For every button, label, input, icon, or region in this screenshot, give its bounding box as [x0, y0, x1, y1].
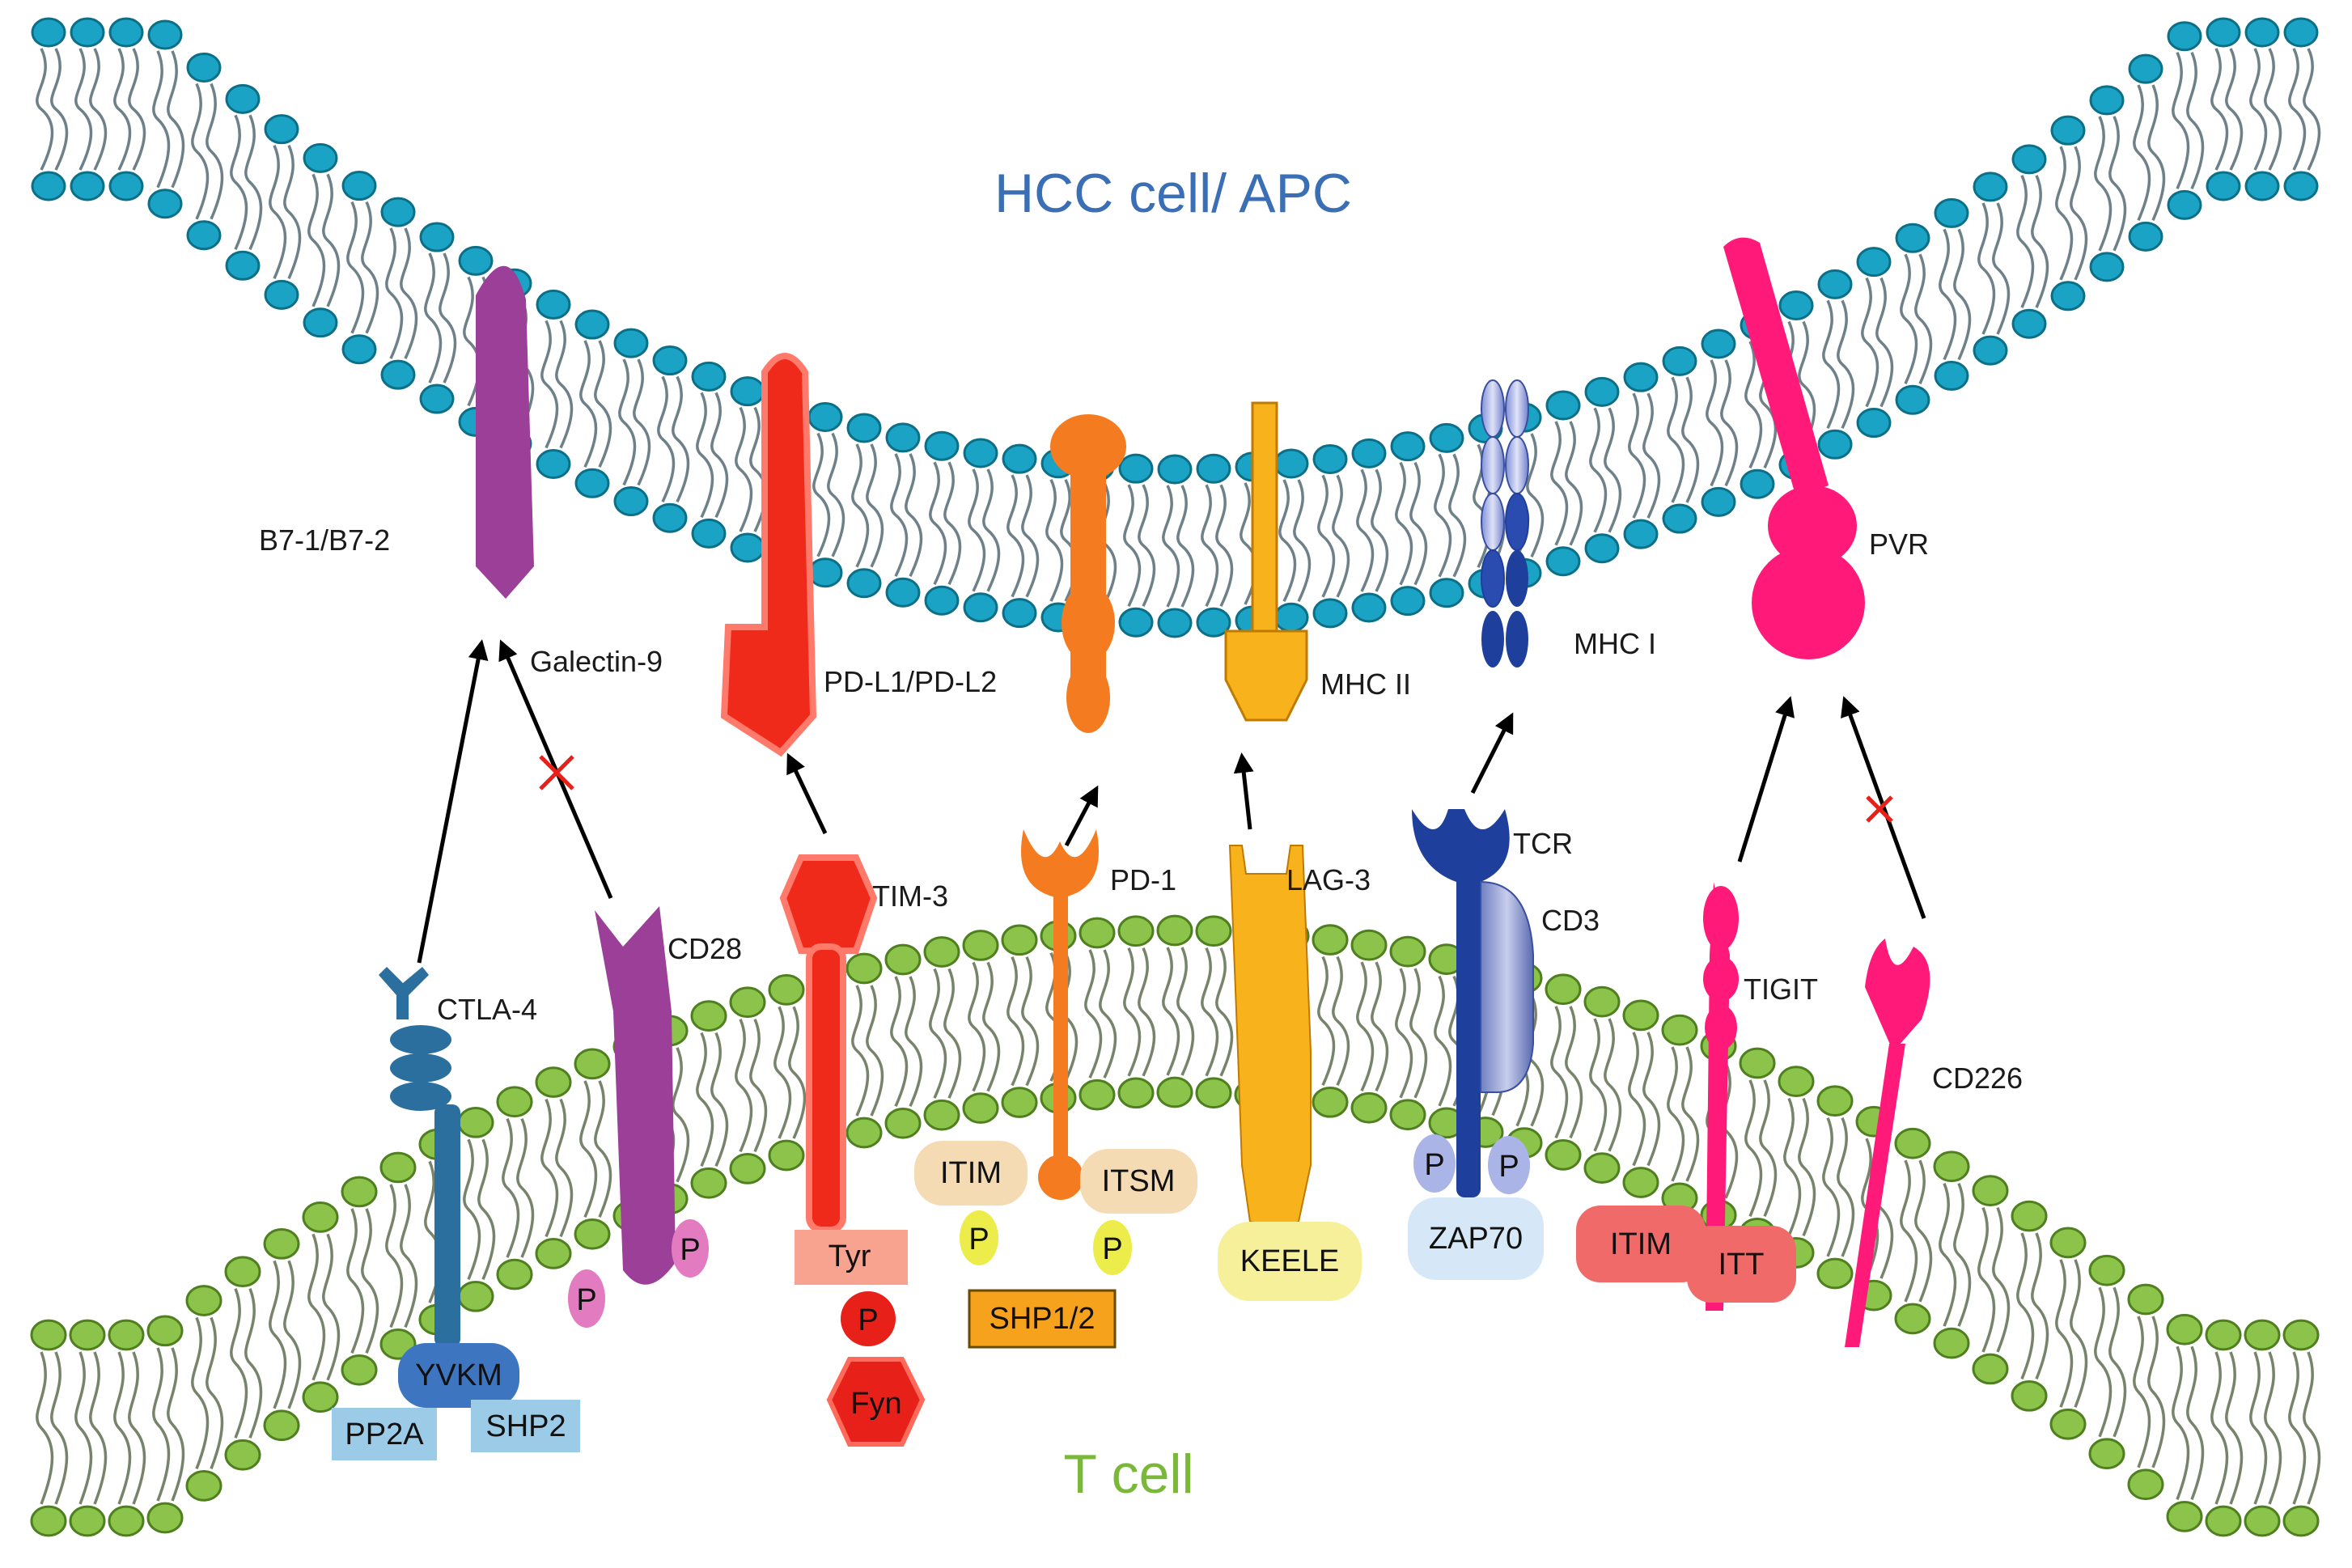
label-ctla4: CTLA-4 [437, 993, 537, 1026]
arrow-lag3-mhc2 [1233, 752, 1254, 830]
svg-text:SHP1/2: SHP1/2 [990, 1302, 1095, 1336]
svg-text:Tyr: Tyr [828, 1240, 871, 1273]
svg-text:SHP2: SHP2 [485, 1409, 566, 1443]
svg-text:ITIM: ITIM [1610, 1227, 1672, 1261]
label-pdl1: PD-L1/PD-L2 [824, 665, 997, 698]
lag3-receptor [1228, 845, 1312, 1231]
svg-text:PP2A: PP2A [345, 1418, 424, 1451]
pd1-itim: ITIM [914, 1141, 1028, 1206]
label-tigit: TIGIT [1744, 973, 1818, 1006]
label-pd1: PD-1 [1110, 863, 1176, 896]
arrow-tcr-mhc1 [1470, 712, 1514, 795]
cd28-phospho-right: P [672, 1219, 709, 1278]
arrow-tim3-galectin9 [786, 752, 828, 835]
svg-text:KEELE: KEELE [1240, 1244, 1340, 1278]
inhibition-mark-cd226 [1866, 795, 1893, 823]
svg-text:ITIM: ITIM [940, 1156, 1002, 1190]
svg-text:ITT: ITT [1718, 1248, 1765, 1282]
tigit-receptor [1703, 882, 1739, 1311]
zap70-kinase: ZAP70 [1408, 1197, 1544, 1280]
keele-motif: KEELE [1218, 1222, 1362, 1301]
label-galectin9: Galectin-9 [530, 645, 663, 678]
apc-title: HCC cell/ APC [994, 163, 1352, 224]
ctla4-receptor [379, 967, 460, 1347]
pd1-phospho-left: P [960, 1210, 998, 1265]
svg-text:P: P [576, 1283, 596, 1317]
label-mhc2: MHC II [1320, 667, 1411, 701]
tim3-receptor [779, 854, 878, 1233]
svg-text:P: P [968, 1223, 989, 1257]
arrow-cd226-pvr [1841, 696, 1926, 919]
shp12-box: SHP1/2 [968, 1289, 1117, 1349]
svg-text:ZAP70: ZAP70 [1429, 1222, 1523, 1256]
label-tim3: TIM-3 [872, 879, 948, 913]
svg-text:P: P [1498, 1150, 1519, 1184]
arrow-pd1-pdl1 [1064, 785, 1099, 847]
yvkm-motif: YVKM [398, 1343, 519, 1408]
tigit-itim: ITIM [1576, 1206, 1706, 1282]
svg-text:P: P [1102, 1232, 1122, 1266]
mhc1-ligand [1481, 379, 1529, 667]
label-tcr: TCR [1513, 827, 1573, 860]
label-b7: B7-1/B7-2 [259, 523, 390, 557]
label-pvr: PVR [1869, 528, 1929, 561]
arrow-tigit-pvr [1737, 696, 1795, 862]
label-cd226: CD226 [1932, 1062, 2023, 1095]
tigit-itt: ITT [1687, 1226, 1796, 1303]
t-cell-membrane [30, 914, 2321, 1537]
pd1-receptor [1021, 829, 1099, 1200]
svg-text:ITSM: ITSM [1102, 1164, 1176, 1198]
pd1-itsm: ITSM [1080, 1149, 1197, 1214]
svg-text:YVKM: YVKM [415, 1358, 502, 1392]
pd1-phospho-right: P [1093, 1220, 1132, 1275]
pdl1-ligand [1050, 414, 1126, 733]
shp2-box: SHP2 [471, 1400, 580, 1452]
zap-phospho-right: P [1488, 1136, 1530, 1194]
cd28-phospho-left: P [568, 1269, 605, 1328]
galectin9-ligand [720, 353, 817, 757]
svg-text:P: P [1424, 1148, 1444, 1182]
zap-phospho-left: P [1413, 1134, 1456, 1193]
tcr-receptor [1412, 809, 1534, 1197]
fyn-kinase: Fyn [826, 1357, 926, 1447]
tcell-title: T cell [1063, 1443, 1193, 1505]
pvr-ligand [1723, 237, 1865, 659]
svg-text:P: P [858, 1303, 878, 1337]
label-lag3: LAG-3 [1286, 863, 1371, 896]
inhibition-mark-cd28 [539, 755, 574, 790]
arrow-ctla4-b7 [417, 639, 489, 964]
tyr-box: Tyr [795, 1230, 908, 1285]
svg-text:P: P [680, 1233, 700, 1267]
label-cd28: CD28 [667, 932, 742, 965]
tyr-phospho: P [841, 1291, 896, 1346]
label-cd3: CD3 [1541, 904, 1600, 937]
pp2a-box: PP2A [332, 1408, 437, 1460]
svg-text:Fyn: Fyn [850, 1387, 901, 1421]
cd226-receptor [1845, 939, 1930, 1347]
label-mhc1: MHC I [1574, 627, 1656, 660]
cd28-receptor [595, 906, 676, 1285]
mhc2-ligand [1224, 401, 1308, 722]
interaction-arrows [417, 639, 1926, 964]
b7-ligand [476, 265, 534, 599]
